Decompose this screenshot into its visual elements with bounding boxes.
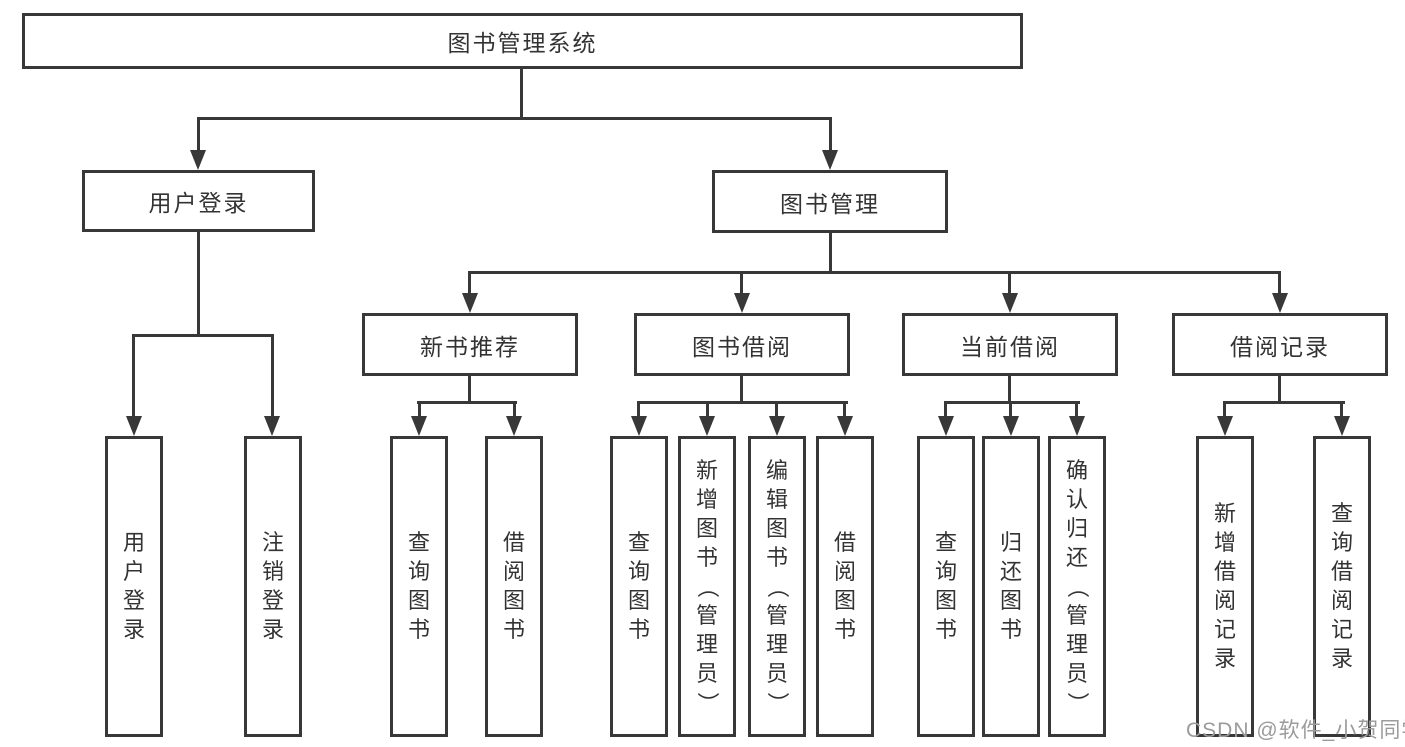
leaf-edit-books-admin: 编辑图书（管理员）	[748, 436, 806, 737]
leaf-query-books-current-label: 查询图书	[934, 530, 957, 642]
arrow-down-icon	[769, 416, 785, 436]
node-user-login: 用户登录	[82, 170, 315, 232]
arrow-down-icon	[837, 416, 853, 436]
leaf-user-login: 用户登录	[105, 436, 163, 737]
arrow-down-icon	[1272, 293, 1288, 313]
connector-line	[1223, 401, 1345, 404]
connector-line	[944, 401, 1080, 404]
connector-line	[1278, 376, 1281, 403]
node-user-login-label: 用户登录	[148, 190, 249, 216]
node-borrow-records-label: 借阅记录	[1230, 333, 1330, 360]
connector-line	[1008, 271, 1011, 295]
node-new-book-recommend: 新书推荐	[362, 313, 578, 376]
connector-line	[468, 376, 471, 403]
leaf-add-books-admin-label: 新增图书（管理员）	[694, 457, 720, 714]
node-current-borrow: 当前借阅	[902, 313, 1118, 376]
arrow-down-icon	[411, 416, 427, 436]
leaf-query-borrow-record-label: 查询借阅记录	[1330, 501, 1353, 671]
connector-line	[271, 334, 274, 418]
connector-line	[1223, 401, 1226, 417]
leaf-borrow-books-label: 借阅图书	[833, 530, 856, 642]
connector-line	[1009, 401, 1012, 417]
connector-line	[829, 117, 832, 151]
arrow-down-icon	[1002, 293, 1018, 313]
connector-line	[1008, 376, 1011, 403]
leaf-borrow-books-recommend: 借阅图书	[485, 436, 543, 737]
connector-line	[740, 271, 743, 295]
connector-line	[418, 401, 421, 417]
connector-line	[132, 334, 135, 418]
leaf-query-books-current: 查询图书	[917, 436, 975, 737]
leaf-confirm-return-admin: 确认归还（管理员）	[1048, 436, 1106, 737]
leaf-borrow-books-recommend-label: 借阅图书	[502, 530, 525, 642]
node-root-label: 图书管理系统	[447, 30, 598, 56]
arrow-down-icon	[1217, 416, 1233, 436]
arrow-down-icon	[734, 293, 750, 313]
arrow-down-icon	[462, 293, 478, 313]
connector-line	[1278, 271, 1281, 295]
arrow-down-icon	[264, 416, 280, 436]
connector-line	[1340, 401, 1343, 417]
leaf-query-books-recommend-label: 查询图书	[407, 530, 430, 642]
connector-line	[637, 401, 640, 417]
connector-line	[417, 401, 517, 404]
arrow-down-icon	[631, 416, 647, 436]
connector-line	[132, 334, 274, 337]
leaf-add-borrow-record-label: 新增借阅记录	[1213, 501, 1236, 671]
connector-line	[843, 401, 846, 417]
leaf-user-login-label: 用户登录	[122, 530, 145, 642]
leaf-logout: 注销登录	[244, 436, 302, 737]
leaf-edit-books-admin-label: 编辑图书（管理员）	[764, 457, 790, 714]
leaf-borrow-books: 借阅图书	[816, 436, 874, 737]
node-book-borrow-label: 图书借阅	[692, 333, 792, 360]
node-current-borrow-label: 当前借阅	[960, 333, 1060, 360]
arrow-down-icon	[699, 416, 715, 436]
connector-line	[520, 69, 523, 120]
leaf-confirm-return-admin-label: 确认归还（管理员）	[1064, 457, 1090, 714]
node-book-management-label: 图书管理	[780, 190, 880, 217]
leaf-return-books-label: 归还图书	[999, 530, 1022, 642]
connector-line	[637, 401, 848, 404]
leaf-return-books: 归还图书	[982, 436, 1040, 737]
csdn-watermark: CSDN @软件_小贺同学	[1186, 719, 1405, 742]
arrow-down-icon	[822, 150, 838, 170]
arrow-down-icon	[1334, 416, 1350, 436]
arrow-down-icon	[1069, 416, 1085, 436]
connector-line	[513, 401, 516, 417]
connector-line	[944, 401, 947, 417]
leaf-add-books-admin: 新增图书（管理员）	[678, 436, 736, 737]
connector-line	[1075, 401, 1078, 417]
leaf-add-borrow-record: 新增借阅记录	[1196, 436, 1254, 737]
connector-line	[740, 376, 743, 403]
connector-line	[829, 233, 832, 273]
leaf-query-books-borrow: 查询图书	[610, 436, 668, 737]
leaf-query-borrow-record: 查询借阅记录	[1313, 436, 1371, 737]
node-book-management: 图书管理	[712, 170, 948, 233]
connector-line	[706, 401, 709, 417]
node-borrow-records: 借阅记录	[1172, 313, 1388, 376]
node-root: 图书管理系统	[22, 13, 1023, 69]
connector-line	[468, 271, 1281, 274]
connector-line	[468, 271, 471, 295]
arrow-down-icon	[938, 416, 954, 436]
connector-line	[197, 117, 200, 151]
connector-line	[775, 401, 778, 417]
connector-line	[197, 117, 832, 120]
node-book-borrow: 图书借阅	[634, 313, 850, 376]
leaf-logout-label: 注销登录	[261, 530, 284, 642]
arrow-down-icon	[506, 416, 522, 436]
leaf-query-books-recommend: 查询图书	[390, 436, 448, 737]
arrow-down-icon	[1003, 416, 1019, 436]
leaf-query-books-borrow-label: 查询图书	[627, 530, 650, 642]
connector-line	[197, 232, 200, 336]
node-new-book-recommend-label: 新书推荐	[420, 333, 520, 360]
arrow-down-icon	[126, 416, 142, 436]
arrow-down-icon	[190, 150, 206, 170]
